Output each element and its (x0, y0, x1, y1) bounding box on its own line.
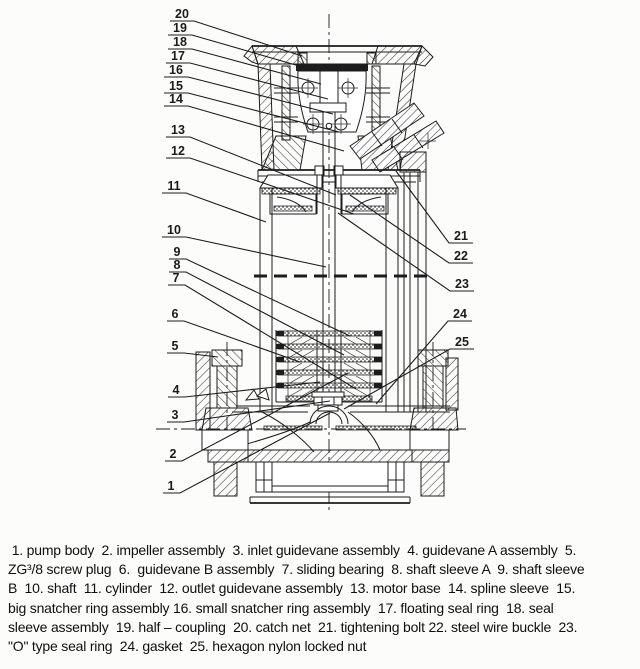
right-flange-band (410, 430, 449, 450)
top-plate-left-cap (244, 46, 258, 64)
volute-curve-left (262, 412, 314, 452)
callout-label-10: 10 (167, 223, 181, 237)
outlet-guidevane-hat-left (260, 175, 322, 188)
callout-label-21: 21 (454, 229, 468, 243)
callout-label-25: 25 (455, 335, 469, 349)
shaft-center-pin (326, 123, 332, 129)
callout-label-6: 6 (172, 307, 179, 321)
volute-curve-right (348, 412, 380, 450)
caption-line: B 10. shaft 11. cylinder 12. outlet guid… (8, 580, 576, 597)
callout-label-3: 3 (172, 408, 179, 422)
callout-label-4: 4 (173, 383, 180, 397)
leader-line-7 (168, 285, 356, 389)
callout-label-16: 16 (169, 63, 183, 77)
leader-line-11 (162, 193, 266, 222)
callout-label-11: 11 (167, 179, 180, 193)
outlet-guidevane-assembly (260, 166, 398, 214)
top-plate-right-block (372, 46, 422, 64)
right-suction-flange (410, 342, 458, 496)
snatcher-ring-band-right (338, 188, 396, 194)
right-flange-plate (446, 358, 458, 410)
body-floor-section (248, 450, 412, 462)
snatcher-ring-band-left (262, 188, 320, 194)
callout-label-8: 8 (174, 258, 181, 272)
leader-line-25 (344, 349, 474, 409)
right-foot-leg (421, 462, 444, 496)
pump-cross-section-drawing: 2019181716151413121110987654321212223242… (0, 7, 640, 535)
callout-label-24: 24 (453, 307, 467, 321)
right-foot-band (412, 450, 449, 462)
caption-line: sleeve assembly 19. half – coupling 20. … (8, 618, 578, 635)
caption-line: big snatcher ring assembly 16. small sna… (8, 599, 554, 616)
caption-line: 1. pump body 2. impeller assembly 3. inl… (8, 542, 577, 558)
leader-line-23 (338, 213, 474, 291)
callout-label-7: 7 (173, 271, 180, 285)
callout-label-13: 13 (171, 123, 185, 137)
cylinder (260, 188, 398, 412)
leader-line-2 (165, 373, 348, 461)
top-plate-right-cap (414, 46, 433, 66)
body-cavity (256, 462, 404, 492)
callout-label-14: 14 (169, 92, 183, 106)
leader-line-22 (350, 195, 473, 263)
leader-line-13 (166, 137, 336, 195)
callout-label-15: 15 (169, 79, 183, 93)
caption-line: "O" type seal ring 24. gasket 25. hexago… (8, 638, 367, 655)
right-plug-pedestal (410, 408, 458, 430)
impeller-stack (276, 330, 382, 402)
leader-line-21 (396, 171, 473, 243)
callout-label-20: 20 (175, 7, 189, 21)
inlet-guidevane-vane (246, 390, 259, 400)
leader-line-19 (168, 35, 313, 70)
callout-labels: 2019181716151413121110987654321212223242… (162, 7, 474, 493)
left-foot-leg (214, 462, 237, 496)
leader-line-16 (164, 77, 333, 114)
leader-line-9 (169, 259, 350, 336)
leader-line-6 (167, 321, 300, 362)
callout-label-22: 22 (454, 249, 468, 263)
leader-line-20 (170, 21, 302, 56)
callout-label-5: 5 (172, 339, 179, 353)
leader-line-8 (169, 272, 344, 355)
impeller-vanes (290, 337, 368, 396)
outlet-guidevane-hat-right (336, 175, 398, 188)
leader-line-18 (168, 49, 321, 84)
outer-shell-tie-bolts (400, 152, 426, 412)
net-frame-right (367, 53, 376, 64)
caption-line: ZG³/8 screw plug 6. guidevane B assembly… (8, 561, 585, 578)
callout-label-17: 17 (171, 49, 185, 63)
leader-line-15 (164, 93, 339, 132)
callout-label-23: 23 (455, 277, 469, 291)
leader-line-17 (166, 63, 328, 99)
callout-label-9: 9 (174, 245, 181, 259)
leader-line-12 (166, 158, 354, 214)
leader-line-4 (168, 382, 320, 397)
shaft (323, 112, 335, 396)
callout-label-18: 18 (173, 35, 187, 49)
inlet-guidevane-vane (257, 389, 269, 400)
callout-label-12: 12 (171, 144, 185, 158)
leader-line-10 (162, 237, 326, 267)
catch-net-top-plate (244, 46, 433, 66)
stage-rings (276, 331, 382, 388)
leader-line-1 (163, 413, 330, 493)
gasket-band-right (336, 426, 416, 430)
coupling-top-band (296, 64, 368, 71)
callout-label-2: 2 (170, 447, 177, 461)
leader-line-5 (167, 353, 218, 357)
parts-list-caption: 1. pump body 2. impeller assembly 3. inl… (8, 541, 634, 656)
spline-sleeve-bar (310, 103, 346, 112)
gasket-band-left (264, 426, 322, 430)
leader-line-14 (164, 106, 344, 151)
left-suction-flange (196, 342, 252, 496)
callout-label-19: 19 (173, 21, 187, 35)
leader-line-24 (376, 321, 472, 404)
callout-label-1: 1 (168, 479, 175, 493)
tightening-bolt-clamp (350, 103, 444, 172)
